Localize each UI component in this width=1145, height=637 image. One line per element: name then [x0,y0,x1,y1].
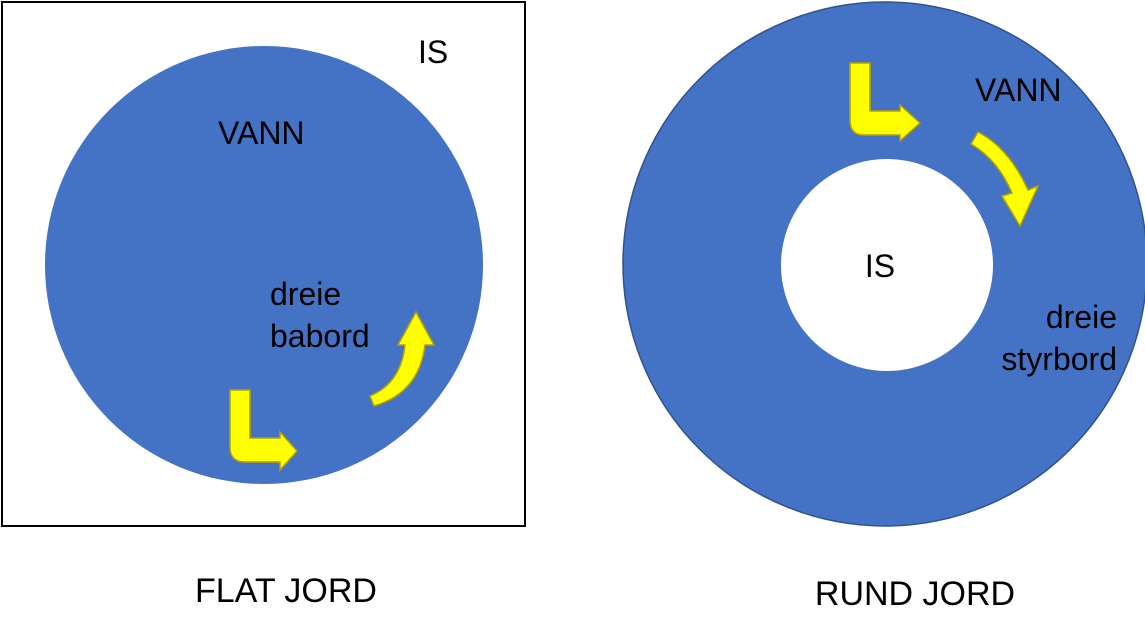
flat-earth-panel: IS VANN dreie babord FLAT JORD [1,1,526,610]
bent-arrow-icon [849,62,922,143]
flat-turn-label-line1: dreie [270,276,341,312]
round-earth-panel: IS VANN dreie styrbord RUND JORD [622,1,1145,613]
flat-turn-label-line2: babord [270,318,370,354]
water-disc [45,46,483,484]
round-turn-label-line2: styrbord [1001,341,1117,377]
flat-ice-label: IS [418,34,448,70]
round-caption: RUND JORD [815,575,1015,613]
round-water-label: VANN [975,72,1062,108]
round-turn-label-line1: dreie [1046,299,1117,335]
curved-arrow-icon [369,310,436,407]
bent-arrow-icon [229,389,299,472]
flat-water-label: VANN [218,115,305,151]
ice-core [781,159,993,371]
flat-caption: FLAT JORD [195,572,377,610]
curved-arrow-icon [969,131,1040,228]
round-ice-label: IS [865,248,895,284]
